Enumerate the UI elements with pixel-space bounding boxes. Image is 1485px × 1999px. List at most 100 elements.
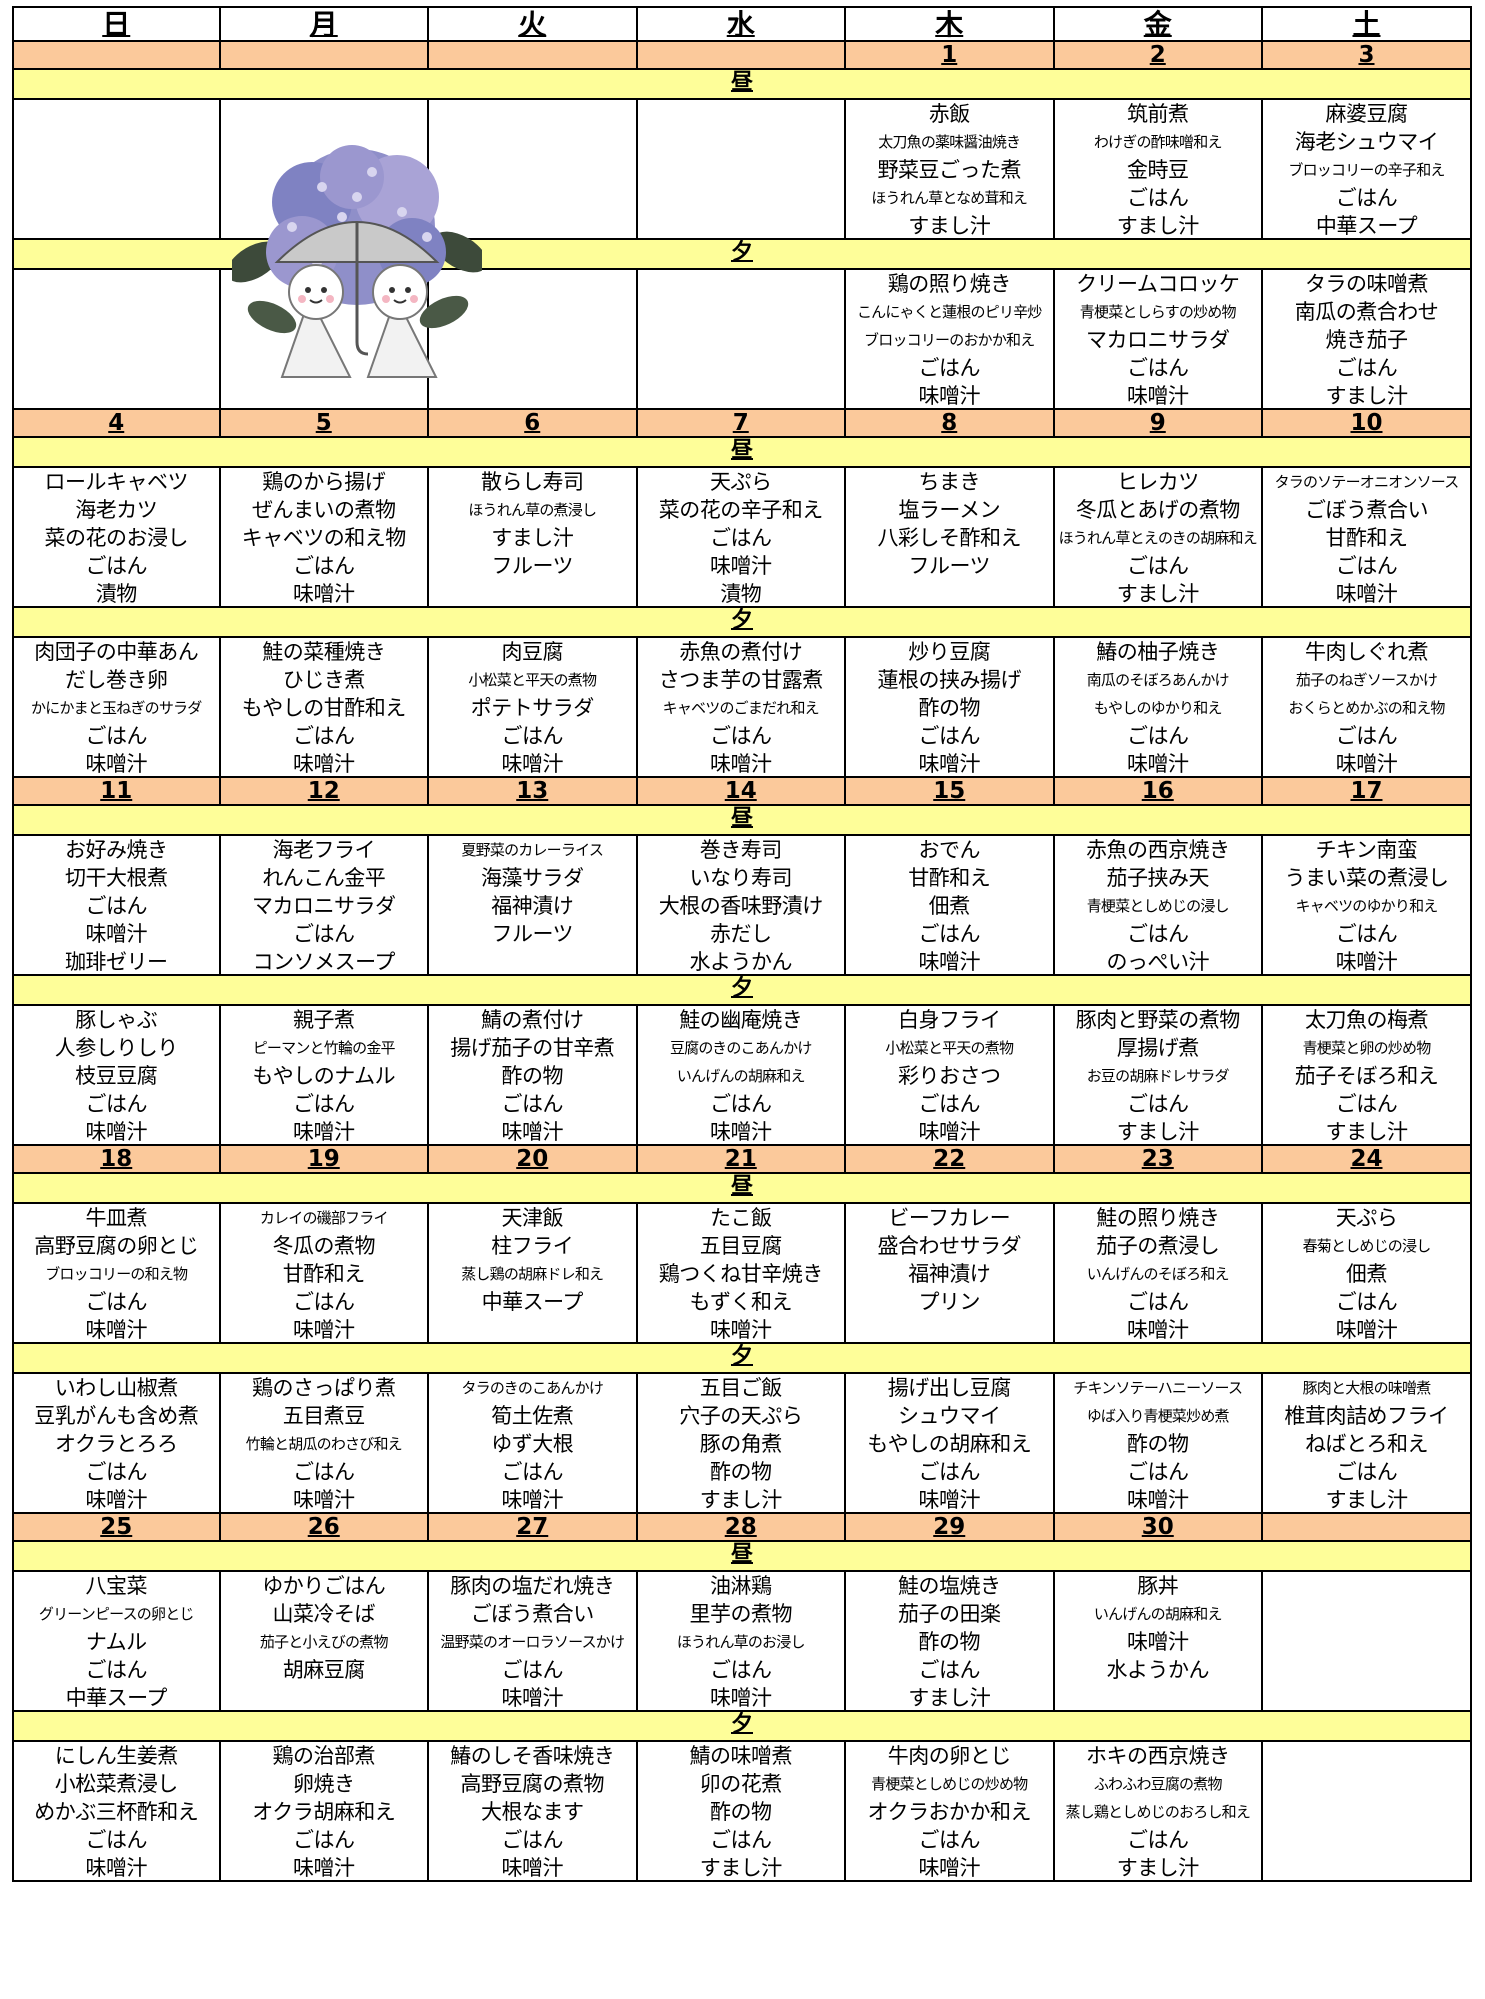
lunch-label-row: 昼 <box>12 1542 1472 1572</box>
menu-item: 肉豆腐 <box>501 640 564 664</box>
menu-item: 鶏の治部煮 <box>272 1744 376 1768</box>
menu-item: 珈琲ゼリー <box>65 950 168 974</box>
menu-item: タラのソテーオニオンソース <box>1274 473 1460 491</box>
menu-item: 焼き茄子 <box>1325 328 1409 352</box>
menu-item: いんげんの胡麻和え <box>1093 1605 1223 1623</box>
menu-item: ごはん <box>1335 1092 1398 1116</box>
weekday-tue: 火 <box>429 8 638 40</box>
menu-item: 豚丼 <box>1137 1574 1179 1598</box>
menu-item: 味噌汁 <box>501 1488 564 1512</box>
dinner-menu-row: にしん生姜煮小松菜煮浸しめかぶ三杯酢和えごはん味噌汁鶏の治部煮卵焼きオクラ胡麻和… <box>12 1742 1472 1882</box>
dinner-label-row: 夕 <box>12 608 1472 638</box>
weekday-fri: 金 <box>1055 8 1263 40</box>
lunch-menu-row: 八宝菜グリーンピースの卵とじナムルごはん中華スープゆかりごはん山菜冷そば茄子と小… <box>12 1572 1472 1712</box>
menu-item: ごはん <box>918 356 981 380</box>
menu-item: ほうれん草となめ茸和え <box>871 189 1028 207</box>
menu-item: 鮭の幽庵焼き <box>679 1008 803 1032</box>
menu-item: キャベツのゆかり和え <box>1295 897 1438 915</box>
menu-item: 五目ご飯 <box>699 1376 782 1400</box>
menu-item: 酢の物 <box>710 1460 772 1484</box>
date-cell-sun: 11 <box>12 778 221 804</box>
menu-item: お好み焼き <box>65 838 168 862</box>
lunch-menu-cell-thu: おでん甘酢和え佃煮ごはん味噌汁 <box>846 836 1055 974</box>
menu-item: 肉団子の中華あん <box>34 640 199 664</box>
menu-item: 南瓜のそぼろあんかけ <box>1086 671 1230 689</box>
dinner-menu-cell-mon: 鶏の治部煮卵焼きオクラ胡麻和えごはん味噌汁 <box>221 1742 429 1880</box>
menu-item: 筍土佐煮 <box>491 1404 574 1428</box>
menu-item: カレイの磯部フライ <box>259 1209 389 1227</box>
dinner-menu-row: いわし山椒煮豆乳がんも含め煮オクラとろろごはん味噌汁鶏のさっぱり煮五目煮豆竹輪と… <box>12 1374 1472 1514</box>
dinner-menu-cell-tue: 鯖の煮付け揚げ茄子の甘辛煮酢の物ごはん味噌汁 <box>429 1006 638 1144</box>
dinner-menu-cell-thu: 炒り豆腐蓮根の挟み揚げ酢の物ごはん味噌汁 <box>846 638 1055 776</box>
menu-item: 茄子の煮浸し <box>1096 1234 1220 1258</box>
dinner-menu-cell-mon: 親子煮ピーマンと竹輪の金平もやしのナムルごはん味噌汁 <box>221 1006 429 1144</box>
dinner-menu-cell-thu: 牛肉の卵とじ青梗菜としめじの炒め物オクラおかか和えごはん味噌汁 <box>846 1742 1055 1880</box>
lunch-menu-cell-fri: 鮭の照り焼き茄子の煮浸しいんげんのそぼろ和えごはん味噌汁 <box>1055 1204 1263 1342</box>
menu-item: 味噌汁 <box>1127 1488 1189 1512</box>
menu-item: ごはん <box>85 1290 148 1314</box>
menu-item: たこ飯 <box>710 1206 772 1230</box>
menu-item: 油淋鶏 <box>710 1574 772 1598</box>
date-cell-wed <box>638 42 846 68</box>
menu-item: 味噌汁 <box>293 1488 355 1512</box>
lunch-menu-cell-sat: タラのソテーオニオンソースごぼう煮合い甘酢和えごはん味噌汁 <box>1263 468 1472 606</box>
menu-item: 夏野菜のカレーライス <box>461 841 604 859</box>
menu-item: 味噌汁 <box>918 950 981 974</box>
date-cell-wed: 28 <box>638 1514 846 1540</box>
menu-item <box>429 1316 636 1342</box>
menu-item: いなり寿司 <box>689 866 793 890</box>
menu-item: 山菜冷そば <box>272 1602 376 1626</box>
lunch-menu-cell-sat <box>1263 1572 1472 1710</box>
menu-item: 味噌汁 <box>1127 1630 1189 1654</box>
menu-item: ごはん <box>918 1828 981 1852</box>
menu-item: 豆乳がんも含め煮 <box>34 1404 199 1428</box>
menu-item: 味噌汁 <box>918 384 981 408</box>
menu-item: 味噌汁 <box>85 1856 148 1880</box>
menu-item: 海老カツ <box>75 498 158 522</box>
lunch-menu-cell-mon: 海老フライれんこん金平マカロニサラダごはんコンソメスープ <box>221 836 429 974</box>
dinner-menu-cell-mon: 鶏のさっぱり煮五目煮豆竹輪と胡瓜のわさび和えごはん味噌汁 <box>221 1374 429 1512</box>
menu-item: れんこん金平 <box>262 866 386 890</box>
date-cell-tue: 27 <box>429 1514 638 1540</box>
lunch-menu-cell-sun: 牛皿煮高野豆腐の卵とじブロッコリーの和え物ごはん味噌汁 <box>12 1204 221 1342</box>
date-cell-tue: 13 <box>429 778 638 804</box>
menu-item: 切干大根煮 <box>65 866 168 890</box>
menu-item: 海藻サラダ <box>481 866 584 890</box>
dinner-menu-cell-fri: 豚肉と野菜の煮物厚揚げ煮お豆の胡麻ドレサラダごはんすまし汁 <box>1055 1006 1263 1144</box>
menu-item: ほうれん草の煮浸し <box>468 501 597 519</box>
menu-item: 漬物 <box>95 582 137 606</box>
menu-item: 味噌汁 <box>85 922 148 946</box>
menu-item: チキン南蛮 <box>1315 838 1418 862</box>
menu-item: グリーンピースの卵とじ <box>38 1605 195 1623</box>
menu-item: ブロッコリーの和え物 <box>45 1265 188 1283</box>
date-cell-wed: 14 <box>638 778 846 804</box>
menu-item: 中華スープ <box>65 1686 168 1710</box>
menu-item: 青梗菜としらすの炒め物 <box>1079 303 1237 321</box>
menu-item: ごはん <box>1127 1828 1189 1852</box>
lunch-menu-cell-thu: ちまき塩ラーメン八彩しそ酢和えフルーツ <box>846 468 1055 606</box>
menu-item: フルーツ <box>491 922 574 946</box>
dinner-label-row: 夕 <box>12 976 1472 1006</box>
menu-item: 豚しゃぶ <box>75 1008 158 1032</box>
menu-item: 甘酢和え <box>282 1262 365 1286</box>
menu-item <box>846 1316 1053 1342</box>
lunch-menu-cell-sat: チキン南蛮うまい菜の煮浸しキャベツのゆかり和えごはん味噌汁 <box>1263 836 1472 974</box>
menu-item: 大根の香味野漬け <box>658 894 823 918</box>
menu-item: 味噌汁 <box>85 1318 148 1342</box>
menu-item: だし巻き卵 <box>65 668 168 692</box>
menu-item: プリン <box>918 1290 981 1314</box>
lunch-menu-row: 牛皿煮高野豆腐の卵とじブロッコリーの和え物ごはん味噌汁カレイの磯部フライ冬瓜の煮… <box>12 1204 1472 1344</box>
menu-item: ごはん <box>501 724 564 748</box>
menu-item: ごはん <box>710 724 772 748</box>
menu-item: 豚肉と野菜の煮物 <box>1075 1008 1240 1032</box>
menu-item: かにかまと玉ねぎのサラダ <box>31 699 202 717</box>
menu-item: すまし汁 <box>1325 1120 1409 1144</box>
menu-item: 赤だし <box>710 922 772 946</box>
menu-item: 味噌汁 <box>293 582 355 606</box>
menu-item: キャベツのごまだれ和え <box>662 699 820 717</box>
dinner-menu-cell-sun: 肉団子の中華あんだし巻き卵かにかまと玉ねぎのサラダごはん味噌汁 <box>12 638 221 776</box>
lunch-menu-cell-sun: お好み焼き切干大根煮ごはん味噌汁珈琲ゼリー <box>12 836 221 974</box>
menu-item: ゆば入り青梗菜炒め煮 <box>1086 1407 1230 1425</box>
